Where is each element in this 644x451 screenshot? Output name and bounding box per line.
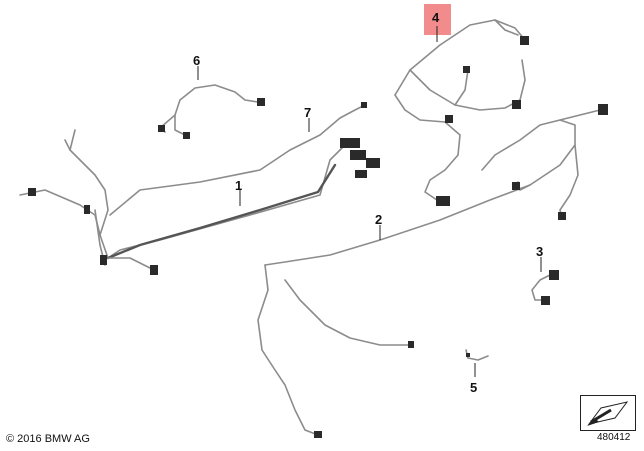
part-5-clip <box>465 349 489 361</box>
connector-icon <box>361 102 367 108</box>
connector-icon <box>100 255 107 265</box>
connector-icon <box>314 431 322 438</box>
connector-icon <box>558 212 566 220</box>
callout-4-label: 4 <box>432 10 440 25</box>
connector-icon <box>350 150 366 160</box>
callout-1-label: 1 <box>235 178 242 193</box>
callout-2-label: 2 <box>375 212 382 227</box>
connector-icon <box>340 138 360 148</box>
callout-3: 3 <box>536 244 543 272</box>
connector-icon <box>436 196 450 206</box>
part-3-harness <box>531 270 559 305</box>
connector-icon <box>549 270 559 280</box>
viewing-direction-indicator <box>580 395 636 431</box>
callout-1: 1 <box>235 178 242 206</box>
connector-icon <box>541 296 550 305</box>
part-6-harness <box>158 84 265 139</box>
connector-icon <box>520 36 529 45</box>
connector-icon <box>408 341 414 348</box>
part-7-harness <box>109 102 367 216</box>
part-4-harness <box>394 19 529 206</box>
connector-icon <box>28 188 36 196</box>
part-2-harness <box>257 104 608 438</box>
copyright-notice: © 2016 BMW AG <box>6 433 90 445</box>
callout-7-label: 7 <box>304 105 311 120</box>
callout-5-label: 5 <box>470 380 477 395</box>
callout-5: 5 <box>470 363 477 395</box>
connector-icon <box>463 66 470 73</box>
arrow-indicator-icon <box>587 401 629 426</box>
callout-2: 2 <box>375 212 382 240</box>
callout-4: 4 <box>424 4 451 42</box>
callout-7: 7 <box>304 105 311 132</box>
connector-icon <box>512 100 521 109</box>
callout-3-label: 3 <box>536 244 543 259</box>
connector-icon <box>512 182 520 190</box>
connector-icon <box>158 125 165 132</box>
callout-6-label: 6 <box>193 53 200 68</box>
connector-icon <box>598 104 608 115</box>
part-1-harness <box>19 129 380 275</box>
figure-number: 480412 <box>597 432 631 443</box>
connector-icon <box>84 205 90 214</box>
connector-icon <box>257 98 265 106</box>
callout-6: 6 <box>193 53 200 80</box>
connector-icon <box>150 265 158 275</box>
connector-icon <box>355 170 367 178</box>
connector-icon <box>183 132 190 139</box>
connector-icon <box>366 158 380 168</box>
connector-icon <box>466 353 470 357</box>
connector-icon <box>445 115 453 123</box>
